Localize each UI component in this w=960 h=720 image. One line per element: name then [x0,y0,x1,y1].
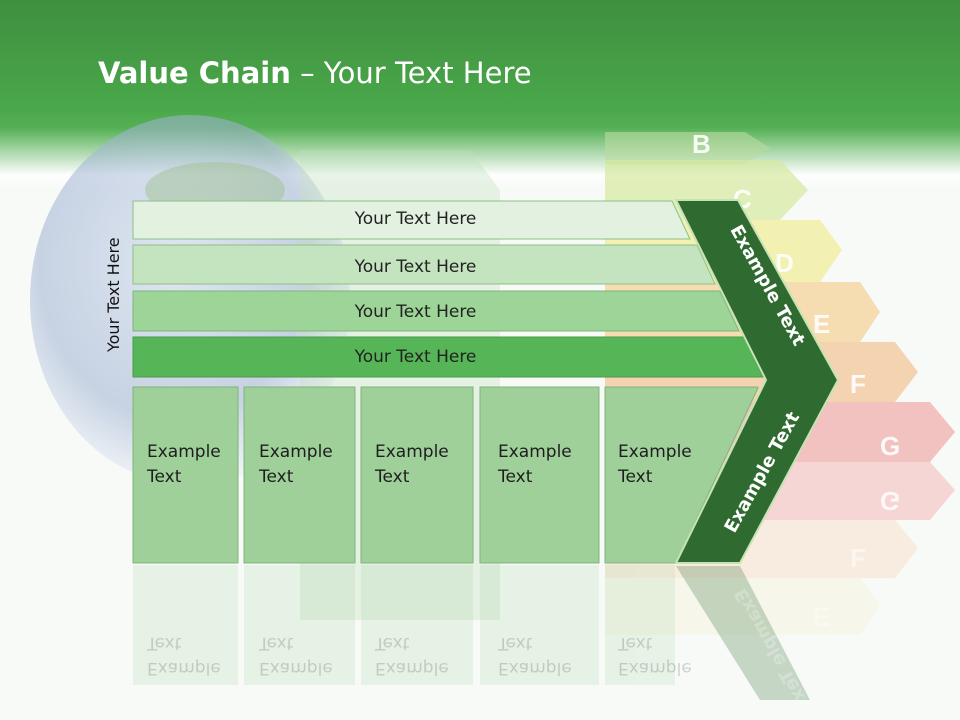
box-4-line1: Example [498,442,572,462]
box-5-line2: Text [618,467,653,487]
margin-chevron [674,199,840,564]
box-3 [360,386,474,564]
bar-text-2: Your Text Here [354,257,477,277]
slide-title: Value Chain – Your Text Here [98,56,532,90]
support-boxes [132,386,759,564]
bar-text-4: Your Text Here [354,347,477,367]
box-2-line1: Example [259,442,333,462]
box-1 [132,386,239,564]
box-3-line2: Text [375,467,410,487]
activity-bars [132,200,764,378]
energy-label-5: F [850,369,866,399]
box-1-line2: Text [147,467,182,487]
side-label: Your Text Here [104,237,123,352]
bar-text-1: Your Text Here [354,209,477,229]
box-1-line1: Example [147,442,221,462]
energy-label-7: G [880,486,900,516]
bar-1 [132,200,691,240]
energy-label-6: G [880,431,900,461]
box-2 [243,386,356,564]
box-5 [604,386,759,564]
box-4-line2: Text [498,467,533,487]
bar-2 [132,244,716,285]
bar-text-3: Your Text Here [354,302,477,322]
title-rest: – Your Text Here [290,56,532,90]
box-5-line1: Example [618,442,692,462]
box-2-line2: Text [259,467,294,487]
bar-3 [132,290,740,332]
box-4 [479,386,600,564]
energy-label-8: F [850,543,866,573]
energy-label-4: E [813,309,830,339]
bar-4 [132,336,764,378]
energy-label-9: E [813,602,830,632]
box-3-line1: Example [375,442,449,462]
energy-label-1: B [692,129,711,159]
title-bold: Value Chain [98,56,291,90]
energy-label-3: D [775,248,794,278]
